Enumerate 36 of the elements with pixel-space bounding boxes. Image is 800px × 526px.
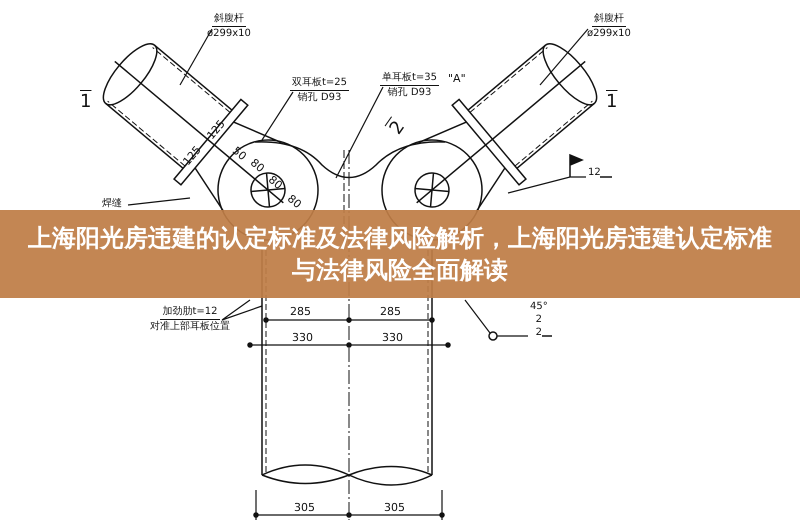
leader-text: 销孔 D93 [386, 86, 432, 99]
leader-line [464, 299, 529, 337]
leader-text: 双耳板t=25 [290, 76, 350, 91]
dimension-text: 80 [266, 174, 284, 192]
leader-text: 销孔 D93 [296, 91, 342, 104]
leader-text: 斜腹杆 [212, 12, 246, 27]
leader-text: 斜腹杆 [592, 12, 626, 27]
title-banner: 上海阳光房违建的认定标准及法律风险解析，上海阳光房违建认定标准与法律风险全面解读 [0, 210, 800, 298]
leader-line [221, 299, 263, 321]
leader-line [540, 28, 588, 86]
leader-line [179, 28, 213, 86]
leader-text: ø299x10 [586, 27, 632, 40]
leader-text: 2 [534, 313, 544, 326]
leader-text: 对准上部耳板位置 [149, 320, 231, 333]
leader-line [335, 86, 384, 178]
dimension-text: 330 [382, 332, 403, 344]
dimension-text: 330 [292, 332, 313, 344]
dimension-text: 285 [290, 306, 311, 318]
leader-line [128, 197, 190, 206]
leader-text: 12 [587, 166, 602, 179]
leader-text: 2 [534, 326, 544, 339]
detail-mark: "A" [448, 73, 466, 85]
dimension-text: 305 [294, 502, 315, 514]
leader-text: 45° [529, 300, 549, 313]
dimension-text: 305 [384, 502, 405, 514]
leader-text: 焊缝 [101, 197, 123, 210]
leader-text: 加劲肋t=12 [160, 305, 220, 320]
dimension-text: 285 [380, 306, 401, 318]
leader-line [262, 92, 294, 140]
leader-line [508, 176, 586, 194]
section-mark: 1 [80, 92, 92, 112]
dimension-text: 80 [248, 156, 266, 176]
section-mark: 2 [386, 118, 410, 138]
leader-text: 单耳板t=35 [380, 71, 440, 86]
section-mark: 1 [606, 92, 618, 112]
dimension-text: 80 [284, 192, 304, 212]
